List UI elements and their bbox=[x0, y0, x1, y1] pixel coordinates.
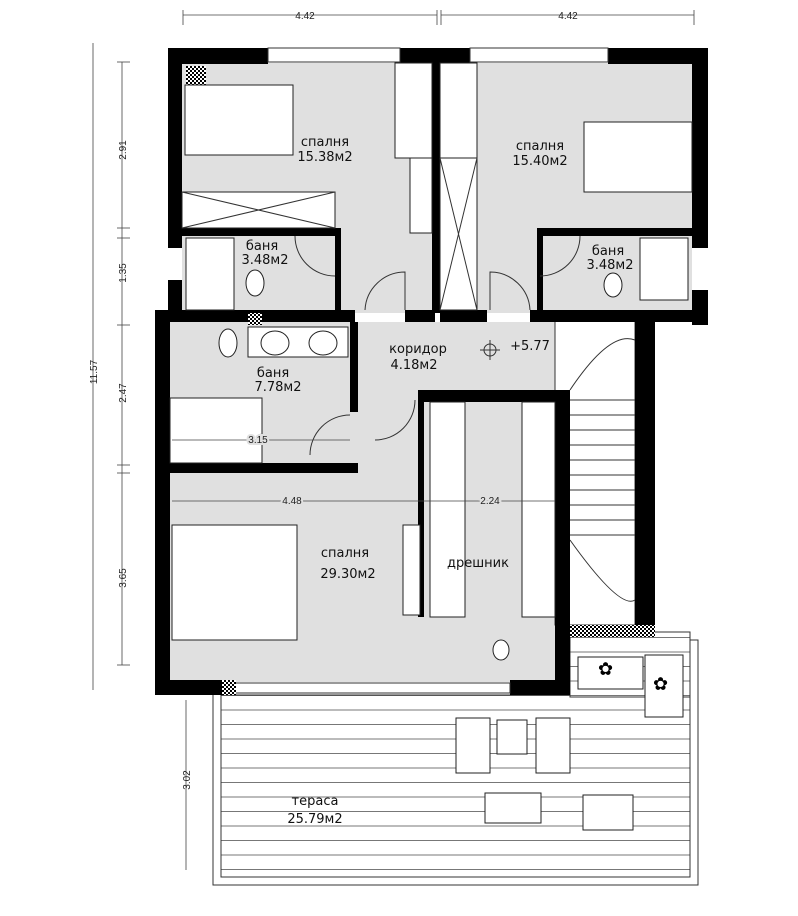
staircase bbox=[569, 338, 636, 602]
plant-icon: ✿ bbox=[653, 674, 668, 695]
bedroom-left-area: 15.38м2 bbox=[297, 150, 352, 165]
dim-top-left: 4.42 bbox=[295, 11, 315, 22]
corridor-name: коридор bbox=[389, 342, 447, 357]
closet-shelf bbox=[521, 401, 556, 618]
bath-right-name: баня bbox=[592, 244, 624, 259]
dim-seg-3: 2.47 bbox=[118, 383, 129, 403]
bedroom-right-name: спалня bbox=[516, 139, 564, 154]
armchair bbox=[582, 794, 634, 831]
dim-bath-width: 3.15 bbox=[248, 435, 268, 446]
bed bbox=[184, 84, 294, 156]
corridor-area: 4.18м2 bbox=[390, 358, 437, 373]
lounge-chair bbox=[535, 717, 571, 774]
terrace-area: 25.79м2 bbox=[287, 812, 342, 827]
bath-main-name: баня bbox=[257, 366, 289, 381]
dresser bbox=[402, 524, 421, 616]
elevation-marker-icon bbox=[480, 340, 500, 360]
lounge-chair bbox=[455, 717, 491, 774]
dim-top-right: 4.42 bbox=[558, 11, 578, 22]
planter bbox=[644, 654, 684, 718]
dim-seg-1: 2.91 bbox=[118, 140, 129, 160]
furniture bbox=[169, 62, 693, 661]
master-bedroom-area: 29.30м2 bbox=[320, 567, 375, 582]
side-table bbox=[496, 719, 528, 755]
bedroom-left-name: спалня bbox=[301, 135, 349, 150]
bed bbox=[171, 524, 298, 641]
dim-closet-width: 2.24 bbox=[480, 496, 500, 507]
closet-shelf bbox=[429, 401, 466, 618]
closet-name: дрешник bbox=[447, 556, 509, 571]
bathtub bbox=[639, 237, 689, 301]
bathtub bbox=[185, 237, 235, 311]
dim-seg-4: 3.65 bbox=[118, 568, 129, 588]
terrace: ✿ ✿ bbox=[212, 631, 699, 886]
cabinet bbox=[409, 157, 433, 234]
master-bedroom-name: спалня bbox=[321, 546, 369, 561]
toilet bbox=[218, 328, 238, 358]
dim-master-width: 4.48 bbox=[282, 496, 302, 507]
terrace-name: тераса bbox=[292, 794, 339, 809]
dim-total-height: 11.57 bbox=[89, 359, 100, 384]
dimension-lines bbox=[92, 10, 695, 870]
elevation-label: +5.77 bbox=[510, 339, 550, 354]
toilet bbox=[245, 269, 265, 297]
dim-terrace-depth: 3.02 bbox=[182, 770, 193, 790]
bath-left-name: баня bbox=[246, 239, 278, 254]
bedroom-right-area: 15.40м2 bbox=[512, 154, 567, 169]
bath-main-area: 7.78м2 bbox=[254, 380, 301, 395]
lamp bbox=[492, 639, 510, 661]
bed bbox=[583, 121, 693, 193]
sink bbox=[260, 330, 290, 356]
bath-right-area: 3.48м2 bbox=[586, 258, 633, 273]
dim-seg-2: 1.35 bbox=[118, 263, 129, 283]
planter bbox=[577, 656, 644, 690]
shower bbox=[169, 397, 263, 464]
desk bbox=[394, 62, 433, 159]
plant-icon: ✿ bbox=[598, 659, 613, 680]
grill bbox=[484, 792, 542, 824]
sink bbox=[308, 330, 338, 356]
inner-dimension-lines bbox=[172, 439, 555, 502]
desk bbox=[439, 62, 478, 159]
doors bbox=[294, 235, 581, 456]
walls bbox=[155, 47, 708, 695]
toilet bbox=[603, 272, 623, 298]
bath-left-area: 3.48м2 bbox=[241, 253, 288, 268]
